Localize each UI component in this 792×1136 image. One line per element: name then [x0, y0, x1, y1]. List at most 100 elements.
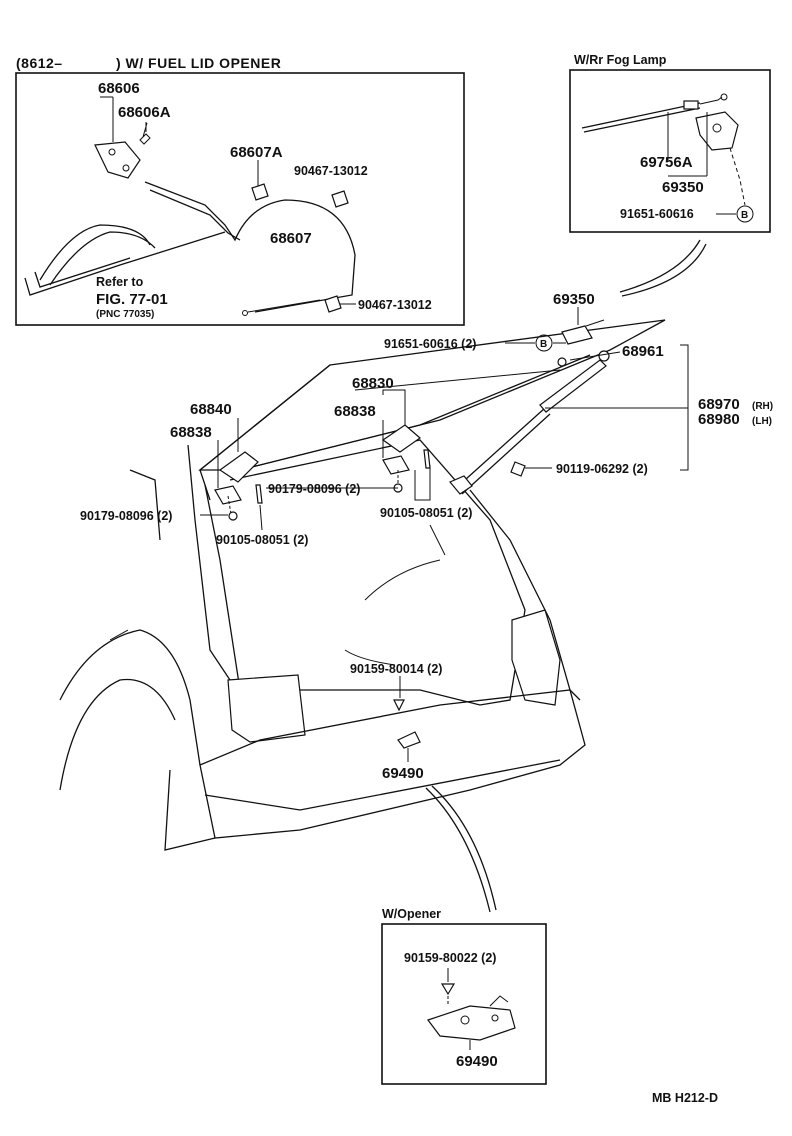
- hatch-contour-line: [364, 559, 441, 601]
- fog-lamp-harness-line: [699, 96, 723, 105]
- marker-b-letter-main: B: [540, 339, 547, 350]
- part-label-68607: 68607: [270, 230, 312, 247]
- stay-ball-joint-upper: [598, 350, 610, 362]
- part-label-90159-80014: 90159-80014 (2): [350, 662, 442, 676]
- left-hinge-68840: [218, 451, 259, 483]
- part-label-68830: 68830: [352, 375, 394, 392]
- latch-spring-shape: [139, 122, 151, 145]
- bolt-90105-left: [255, 484, 263, 504]
- cable-clamp-90467-upper: [331, 190, 349, 208]
- rear-bumper-outline: [199, 689, 586, 839]
- part-label-90467-13012-lower: 90467-13012: [358, 298, 432, 312]
- lock-69490-main: [397, 731, 421, 749]
- fog-lamp-callout-arc: [619, 239, 701, 293]
- fuel-lid-cable-line: [144, 181, 356, 313]
- part-label-90179-08096-right: 90179-08096 (2): [268, 482, 360, 496]
- lower-quarter-line: [164, 769, 216, 851]
- fuel-lid-inset-frame: [15, 72, 465, 326]
- fuel-lid-title: ) W/ FUEL LID OPENER: [116, 55, 281, 71]
- part-label-68980: 68980: [698, 411, 740, 428]
- opener-callout-arc: [425, 787, 491, 913]
- cable-end-line: [247, 299, 321, 313]
- leader-line: [259, 504, 263, 531]
- lock-pivot: [491, 1014, 499, 1022]
- screw-90159-main: [393, 699, 405, 712]
- hatch-opening-outline: [229, 439, 526, 706]
- part-label-68606a: 68606A: [118, 104, 171, 121]
- bumper-crease-line: [204, 759, 561, 811]
- left-pillar-inner-line: [204, 484, 241, 691]
- left-hinge-plate-68838: [214, 485, 242, 505]
- part-label-90159-80022: 90159-80022 (2): [404, 951, 496, 965]
- leader-line: [414, 465, 431, 501]
- high-mount-lamp-69350: [561, 325, 593, 345]
- opener-inset-frame: [381, 923, 547, 1085]
- body-panel-line: [109, 629, 129, 641]
- part-label-91651-60616-inset: 91651-60616: [620, 207, 694, 221]
- left-tail-lamp: [227, 674, 306, 743]
- hatch-contour-line: [429, 524, 446, 556]
- hatch-contour-line: [344, 649, 396, 666]
- fuel-lid-cable-line: [149, 189, 241, 241]
- right-tail-lamp: [511, 609, 561, 706]
- cable-clamp-90467-lower: [324, 295, 342, 313]
- part-label-69350: 69350: [553, 291, 595, 308]
- fog-lamp-connector: [720, 93, 728, 101]
- part-label-68607a: 68607A: [230, 144, 283, 161]
- right-pillar-line: [469, 489, 581, 701]
- fuel-lid-cable-line: [24, 231, 226, 296]
- cable-end-fitting: [242, 310, 248, 316]
- stay-clip-68961: [557, 357, 567, 367]
- part-label-68970: 68970: [698, 396, 740, 413]
- screw-90159-inset: [440, 983, 456, 996]
- part-label-90119-06292: 90119-06292 (2): [556, 462, 648, 476]
- part-label-90179-08096-left: 90179-08096 (2): [80, 509, 172, 523]
- fog-lamp-harness-line: [583, 107, 701, 133]
- nut-90179-left: [228, 511, 238, 521]
- quarter-window-line: [129, 469, 161, 541]
- latch-bolt-hole: [122, 164, 130, 172]
- part-label-90105-08051-left: 90105-08051 (2): [216, 533, 308, 547]
- marker-b-letter: B: [741, 210, 748, 221]
- lock-pivot: [460, 1015, 470, 1025]
- fog-lamp-socket: [683, 100, 699, 110]
- fog-lamp-harness-line: [581, 102, 701, 129]
- bolt-90119: [510, 461, 526, 477]
- opener-callout-arc: [431, 785, 497, 911]
- fog-lamp-callout-arc: [621, 243, 707, 297]
- fuel-lid-latch-shape: [94, 141, 141, 179]
- left-pillar-line: [187, 444, 231, 681]
- part-label-69350-inset: 69350: [662, 179, 704, 196]
- lock-69490-inset: [427, 1005, 516, 1041]
- wheel-arch-line: [59, 629, 201, 766]
- part-label-68838-left: 68838: [170, 424, 212, 441]
- opener-heading: W/Opener: [382, 907, 441, 921]
- part-label-68838-right: 68838: [334, 403, 376, 420]
- part-label-90105-08051-right: 90105-08051 (2): [380, 506, 472, 520]
- fuel-lid-cable-line: [34, 257, 131, 288]
- lamp-wire: [585, 319, 605, 327]
- pnc-reference: (PNC 77035): [96, 309, 154, 320]
- back-door-stay-rod: [461, 413, 551, 495]
- part-label-91651-60616: 91651-60616 (2): [384, 337, 476, 351]
- part-label-68961: 68961: [622, 343, 664, 360]
- back-door-stay-rod: [455, 407, 546, 489]
- rear-fog-lamp-inset: W/Rr Fog Lamp 69756A 69350 91651-60616 B: [569, 53, 771, 233]
- fog-lamp-bulb: [712, 123, 722, 133]
- part-label-90467-13012-upper: 90467-13012: [294, 164, 368, 178]
- fog-lamp-body: [695, 111, 739, 151]
- fog-lamp-heading: W/Rr Fog Lamp: [574, 53, 667, 67]
- latch-bolt-hole: [108, 148, 116, 156]
- part-label-69490-inset: 69490: [456, 1053, 498, 1070]
- fog-lamp-dashed-leader: [729, 147, 746, 206]
- right-hinge-68830: [381, 424, 421, 453]
- figure-reference: FIG. 77-01: [96, 291, 168, 308]
- lock-lever: [489, 995, 509, 1007]
- cable-clamp-68607a: [251, 183, 269, 201]
- leader-line: [354, 369, 561, 391]
- leader-line: [569, 351, 621, 361]
- opener-inset: W/Opener 90159-80022 (2) 69490: [381, 907, 547, 1085]
- bolt-90105-right: [423, 449, 431, 469]
